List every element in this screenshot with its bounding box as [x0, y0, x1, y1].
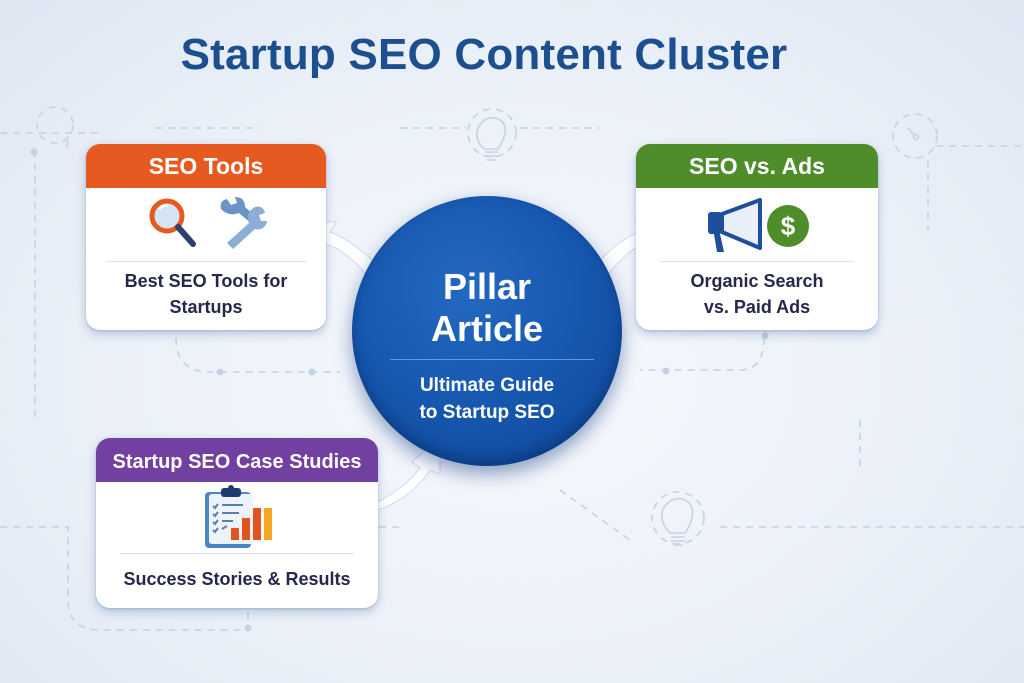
cluster-card-header: SEO vs. Ads [636, 144, 878, 188]
svg-text:$: $ [781, 211, 796, 241]
cluster-card-description: Success Stories & Results [123, 569, 351, 589]
megaphone-icon [708, 198, 762, 252]
clipboard-chart-icon [205, 485, 272, 548]
wrench-icon [220, 197, 267, 249]
pillar-heading: Pillar Article [430, 266, 544, 349]
cluster-card-description: Organic Search vs. Paid Ads [690, 271, 824, 317]
pillar-divider [390, 359, 594, 360]
pillar-subtitle: Ultimate Guide to Startup SEO [419, 375, 555, 423]
lightbulb-icon [476, 116, 920, 546]
cluster-card-case-studies[interactable]: Startup SEO Case Studies Success Stories… [96, 438, 378, 608]
cluster-card-header: SEO Tools [86, 144, 326, 188]
card-divider [106, 261, 306, 262]
page-title: Startup SEO Content Cluster [180, 30, 788, 79]
magnifying-glass-icon [149, 198, 196, 247]
cluster-card-seo-vs-ads[interactable]: SEO vs. Ads $ Organic Search vs. Paid Ad… [636, 144, 878, 330]
cluster-card-header: Startup SEO Case Studies [96, 438, 378, 482]
card-divider [660, 261, 854, 262]
dollar-coin-icon: $ [767, 205, 809, 247]
cluster-card-description: Best SEO Tools for Startups [124, 271, 288, 317]
card-divider [120, 553, 354, 554]
pillar-article-node[interactable]: Pillar Article Ultimate Guide to Startup… [352, 196, 622, 466]
cluster-card-seo-tools[interactable]: SEO Tools Best SEO Tools for Startups [86, 144, 326, 330]
